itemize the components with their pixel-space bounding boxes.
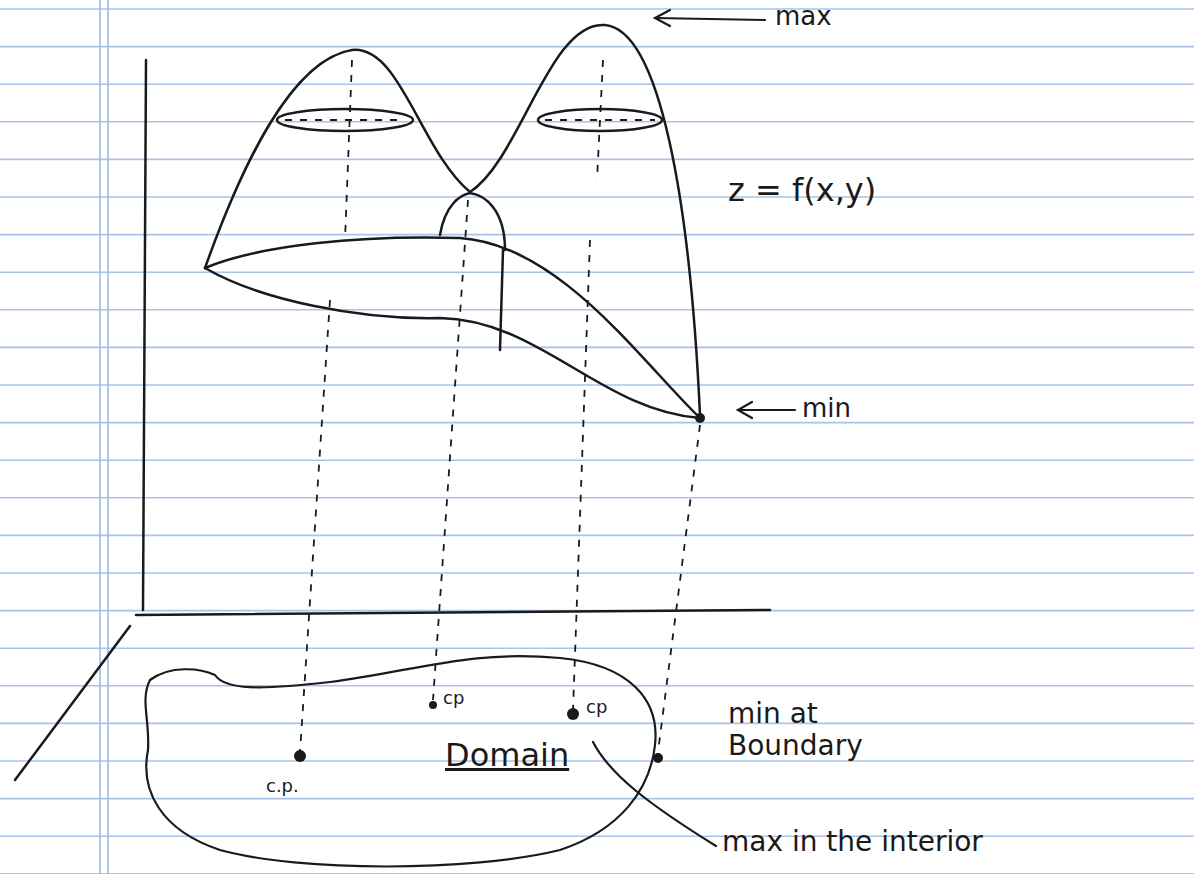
- ruled-line: [0, 835, 1194, 837]
- label-holder: cp: [586, 697, 607, 718]
- margin-line: [107, 0, 109, 874]
- max-label: max: [775, 2, 832, 32]
- ruled-line: [0, 121, 1194, 123]
- note: min at Boundary: [728, 698, 903, 762]
- min-label: min: [802, 394, 851, 424]
- ruled-line: [0, 46, 1194, 48]
- arrowhead: [655, 10, 670, 26]
- label-holder: min: [802, 394, 851, 424]
- pointer-arrow: [655, 18, 765, 20]
- ruled-line: [0, 535, 1194, 537]
- projection-line: [573, 240, 590, 710]
- label-holder: c.p.: [266, 776, 299, 797]
- critical-point: [294, 750, 306, 762]
- domain-label: Domain: [445, 737, 569, 774]
- ruled-line: [0, 347, 1194, 349]
- ruled-line: [0, 873, 1194, 874]
- ruled-line: [0, 196, 1194, 198]
- ruled-line: [0, 271, 1194, 273]
- margin-line: [99, 0, 101, 874]
- ruled-line: [0, 572, 1194, 574]
- y-axis: [136, 610, 770, 615]
- label-holder: max in the interior: [722, 826, 983, 858]
- ruled-line: [0, 234, 1194, 236]
- surface-edge: [205, 237, 700, 418]
- ruled-line: [0, 83, 1194, 85]
- critical-point-label: cp: [586, 697, 607, 718]
- ruled-line: [0, 798, 1194, 800]
- critical-point: [429, 701, 437, 709]
- critical-point-label: cp: [443, 688, 464, 709]
- x-axis: [15, 626, 130, 780]
- ruled-line: [0, 459, 1194, 461]
- label-holder: max: [775, 2, 832, 32]
- label-holder: min at Boundary: [728, 698, 903, 762]
- domain-outline: [140, 645, 665, 873]
- function-label: z = f(x,y): [728, 172, 876, 209]
- projection-line: [597, 60, 603, 180]
- label-holder: z = f(x,y): [728, 172, 876, 209]
- projection-line: [433, 200, 468, 700]
- surface-line: [500, 250, 503, 350]
- ruled-line: [0, 384, 1194, 386]
- z-axis: [143, 60, 146, 610]
- contour-dash: [285, 119, 405, 121]
- arrowhead: [738, 402, 752, 418]
- pointer-arrow: [738, 409, 795, 411]
- ruled-line: [0, 685, 1194, 687]
- critical-point: [567, 708, 579, 720]
- critical-point-label: c.p.: [266, 776, 299, 797]
- projection-line: [658, 425, 700, 752]
- ruled-line: [0, 760, 1194, 762]
- ruled-line: [0, 723, 1194, 725]
- surface-outline: [205, 25, 700, 415]
- ruled-line: [0, 159, 1194, 161]
- note: max in the interior: [722, 826, 983, 858]
- ruled-line: [0, 497, 1194, 499]
- label-holder: cp: [443, 688, 464, 709]
- contour-ellipse: [277, 109, 413, 131]
- leader-line: [593, 742, 716, 846]
- domain-outline-path: [145, 656, 655, 866]
- ruled-line: [0, 647, 1194, 649]
- ruled-line: [0, 8, 1194, 10]
- min-point: [695, 413, 705, 423]
- domain-region: Domain: [140, 645, 665, 873]
- surface-edge: [205, 268, 700, 418]
- ruled-line: [0, 422, 1194, 424]
- projection-line: [345, 60, 352, 240]
- saddle-contour: [440, 193, 505, 250]
